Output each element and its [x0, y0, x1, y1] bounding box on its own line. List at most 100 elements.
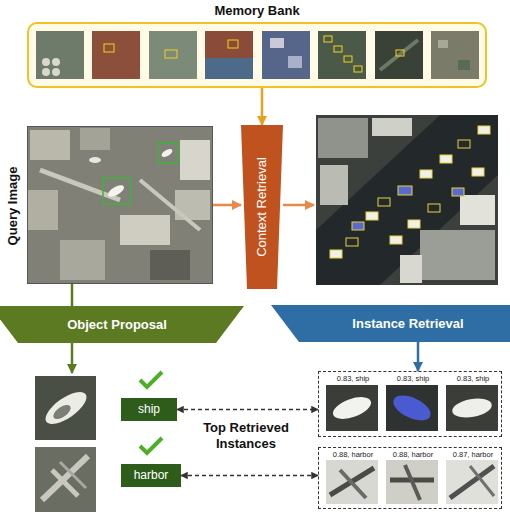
- connector-arrow: [181, 475, 318, 477]
- side-arrows-part: [71, 343, 74, 373]
- query-image-picture-part: [80, 128, 110, 150]
- retrieved-context-picture-part: [440, 155, 452, 163]
- query-image-picture: [27, 126, 213, 284]
- connector-arrow: [261, 88, 264, 125]
- retrieved-instance-thumbnails-part: [386, 385, 438, 431]
- retrieved-context-picture-part: [452, 188, 464, 196]
- retrieved-instance-thumbnails-part: [470, 466, 494, 496]
- check-marks-part: [140, 438, 162, 453]
- memory-bank-thumbnails-part: [42, 58, 50, 66]
- instance-retrieval-trapezoid-fill: [271, 305, 510, 342]
- retrieved-instance-thumbnails-part: [326, 385, 378, 431]
- memory-bank-thumbnails-part: [458, 60, 470, 70]
- retrieved-context-picture-part: [398, 186, 412, 195]
- query-image-picture-part: [89, 157, 101, 163]
- memory-bank-thumbnails-part: [205, 31, 253, 79]
- memory-bank-thumbnails-part: [149, 31, 197, 79]
- retrieved-context-picture: [316, 115, 498, 285]
- retrieved-context-picture-part: [366, 212, 378, 220]
- memory-bank-thumbnails-part: [27, 22, 487, 88]
- retrieved-context-picture-part: [420, 170, 432, 178]
- proposal-crops-part: [51, 402, 73, 422]
- retrieved-context-picture-part: [378, 198, 390, 206]
- node-label: ship: [138, 402, 160, 417]
- retrieved-context-picture-part: [478, 126, 490, 134]
- proposal-crops-part: [41, 386, 92, 430]
- query-image-box: Query Image: [27, 126, 213, 284]
- class-label-box: ship: [121, 398, 177, 421]
- memory-bank-box: Memory Bank: [27, 22, 487, 88]
- context-retrieval-trapezoid: Context Retrieval: [241, 125, 283, 289]
- retrieved-instance-thumbnails-part: [340, 470, 366, 498]
- query-image-picture-part: [27, 126, 213, 284]
- memory-bank-thumbnails-part: [354, 66, 362, 72]
- retrieved-context-picture-part: [330, 250, 342, 258]
- proposal-crops-part: [60, 462, 86, 488]
- retrieved-instance-thumbnails-part: [390, 390, 435, 425]
- memory-bank-thumbnails-part: [104, 44, 114, 52]
- score-label: 0.83, ship: [385, 373, 441, 384]
- connector-arrow: [71, 284, 74, 306]
- node-heading: Memory Bank: [29, 3, 485, 19]
- retrieved-context-picture-part: [352, 222, 364, 230]
- retrieved-instance-thumbnails-part: [446, 385, 498, 431]
- memory-bank-thumbnails: [27, 22, 487, 88]
- memory-bank-thumbnails-part: [92, 31, 140, 79]
- memory-bank-thumbnails-part: [52, 58, 60, 66]
- retrieved-context-picture-part: [320, 165, 348, 205]
- memory-bank-thumbnails-part: [288, 56, 302, 68]
- query-image-picture-part: [30, 130, 70, 160]
- proposal-crops-part: [35, 376, 96, 440]
- node-label: harbor: [134, 468, 169, 483]
- memory-bank-thumbnails-part: [36, 31, 84, 79]
- class-label-box: harbor: [121, 464, 181, 487]
- node-label: Object Proposal: [0, 317, 244, 333]
- memory-bank-thumbnails-part: [165, 50, 177, 58]
- connector-arrow: [213, 204, 241, 207]
- retrieved-context-picture-part: [318, 118, 368, 158]
- memory-bank-thumbnails-part: [228, 40, 238, 48]
- retrieved-context-picture-part: [390, 236, 402, 244]
- query-image-picture-part: [160, 147, 173, 158]
- query-image-picture-part: [106, 183, 126, 199]
- memory-bank-thumbnails-part: [262, 31, 310, 79]
- retrieved-context-picture-part: [316, 115, 498, 285]
- retrieved-context-picture-part: [458, 140, 470, 148]
- score-label: 0.88, harbor: [325, 449, 381, 460]
- proposal-crops-part: [35, 447, 96, 512]
- score-label: 0.83, ship: [445, 373, 501, 384]
- query-image-picture-part: [158, 143, 178, 163]
- retrieved-context-picture-part: [316, 115, 498, 285]
- retrieved-instances-box: 0.88, harbor0.88, harbor0.87, harbor: [318, 447, 502, 509]
- retrieved-context-picture-part: [428, 204, 440, 212]
- retrieved-instance-thumbnails-part: [405, 465, 420, 500]
- proposal-crops-part: [52, 470, 78, 496]
- connector-arrow: [417, 342, 420, 371]
- memory-bank-thumbnails-part: [375, 31, 423, 79]
- node-heading: Query Image: [5, 146, 21, 266]
- memory-bank-thumbnails-part: [324, 36, 332, 42]
- retrieved-context-picture-part: [472, 168, 484, 176]
- score-label: 0.83, ship: [325, 373, 381, 384]
- memory-bank-thumbnails-part: [431, 31, 479, 79]
- node-label: Instance Retrieval: [271, 316, 510, 332]
- side-arrows-part: [283, 204, 314, 207]
- retrieved-instance-thumbnails-part: [451, 396, 494, 421]
- retrieved-instance-thumbnails-part: [386, 460, 438, 504]
- memory-bank-thumbnails-part: [396, 50, 404, 56]
- retrieved-context-picture-part: [346, 238, 358, 246]
- node-label: Context Retrieval: [254, 132, 270, 282]
- retrieved-instance-thumbnails-part: [326, 460, 378, 504]
- query-image-picture-part: [140, 180, 200, 230]
- score-label: 0.88, harbor: [385, 449, 441, 460]
- memory-bank-thumbnails-part: [344, 56, 352, 62]
- retrieved-instance-thumbnails-part: [450, 466, 494, 498]
- memory-bank-thumbnails-part: [318, 31, 366, 79]
- context-retrieval-trapezoid-fill: [241, 125, 283, 289]
- memory-bank-thumbnails-part: [42, 68, 50, 76]
- retrieved-instance-thumbnails-part: [330, 393, 374, 424]
- query-image-picture-part: [60, 240, 105, 280]
- check-marks-part: [140, 372, 162, 387]
- caption-label: Top Retrieved Instances: [188, 420, 304, 452]
